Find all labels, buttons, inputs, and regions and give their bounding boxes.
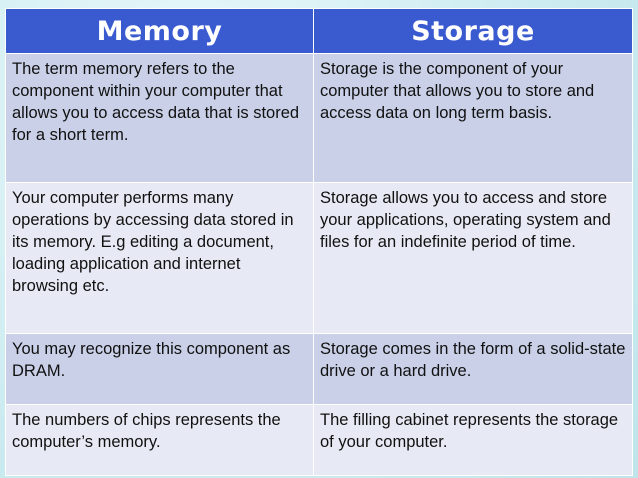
storage-cell: Storage comes in the form of a solid-sta… bbox=[313, 333, 633, 405]
table-row: You may recognize this component as DRAM… bbox=[5, 333, 633, 405]
memory-cell: You may recognize this component as DRAM… bbox=[5, 333, 314, 405]
storage-cell: Storage is the component of your compute… bbox=[313, 53, 633, 183]
memory-cell: Your computer performs many operations b… bbox=[5, 182, 314, 334]
table-row: The term memory refers to the component … bbox=[5, 53, 633, 183]
table-row: The numbers of chips represents the comp… bbox=[5, 404, 633, 476]
storage-cell: The filling cabinet represents the stora… bbox=[313, 404, 633, 476]
storage-cell: Storage allows you to access and store y… bbox=[313, 182, 633, 334]
memory-cell: The numbers of chips represents the comp… bbox=[5, 404, 314, 476]
header-memory: Memory bbox=[5, 8, 314, 54]
memory-cell: The term memory refers to the component … bbox=[5, 53, 314, 183]
comparison-table: Memory Storage The term memory refers to… bbox=[5, 8, 633, 476]
header-storage: Storage bbox=[313, 8, 633, 54]
header-row: Memory Storage bbox=[5, 8, 633, 54]
table-row: Your computer performs many operations b… bbox=[5, 182, 633, 334]
